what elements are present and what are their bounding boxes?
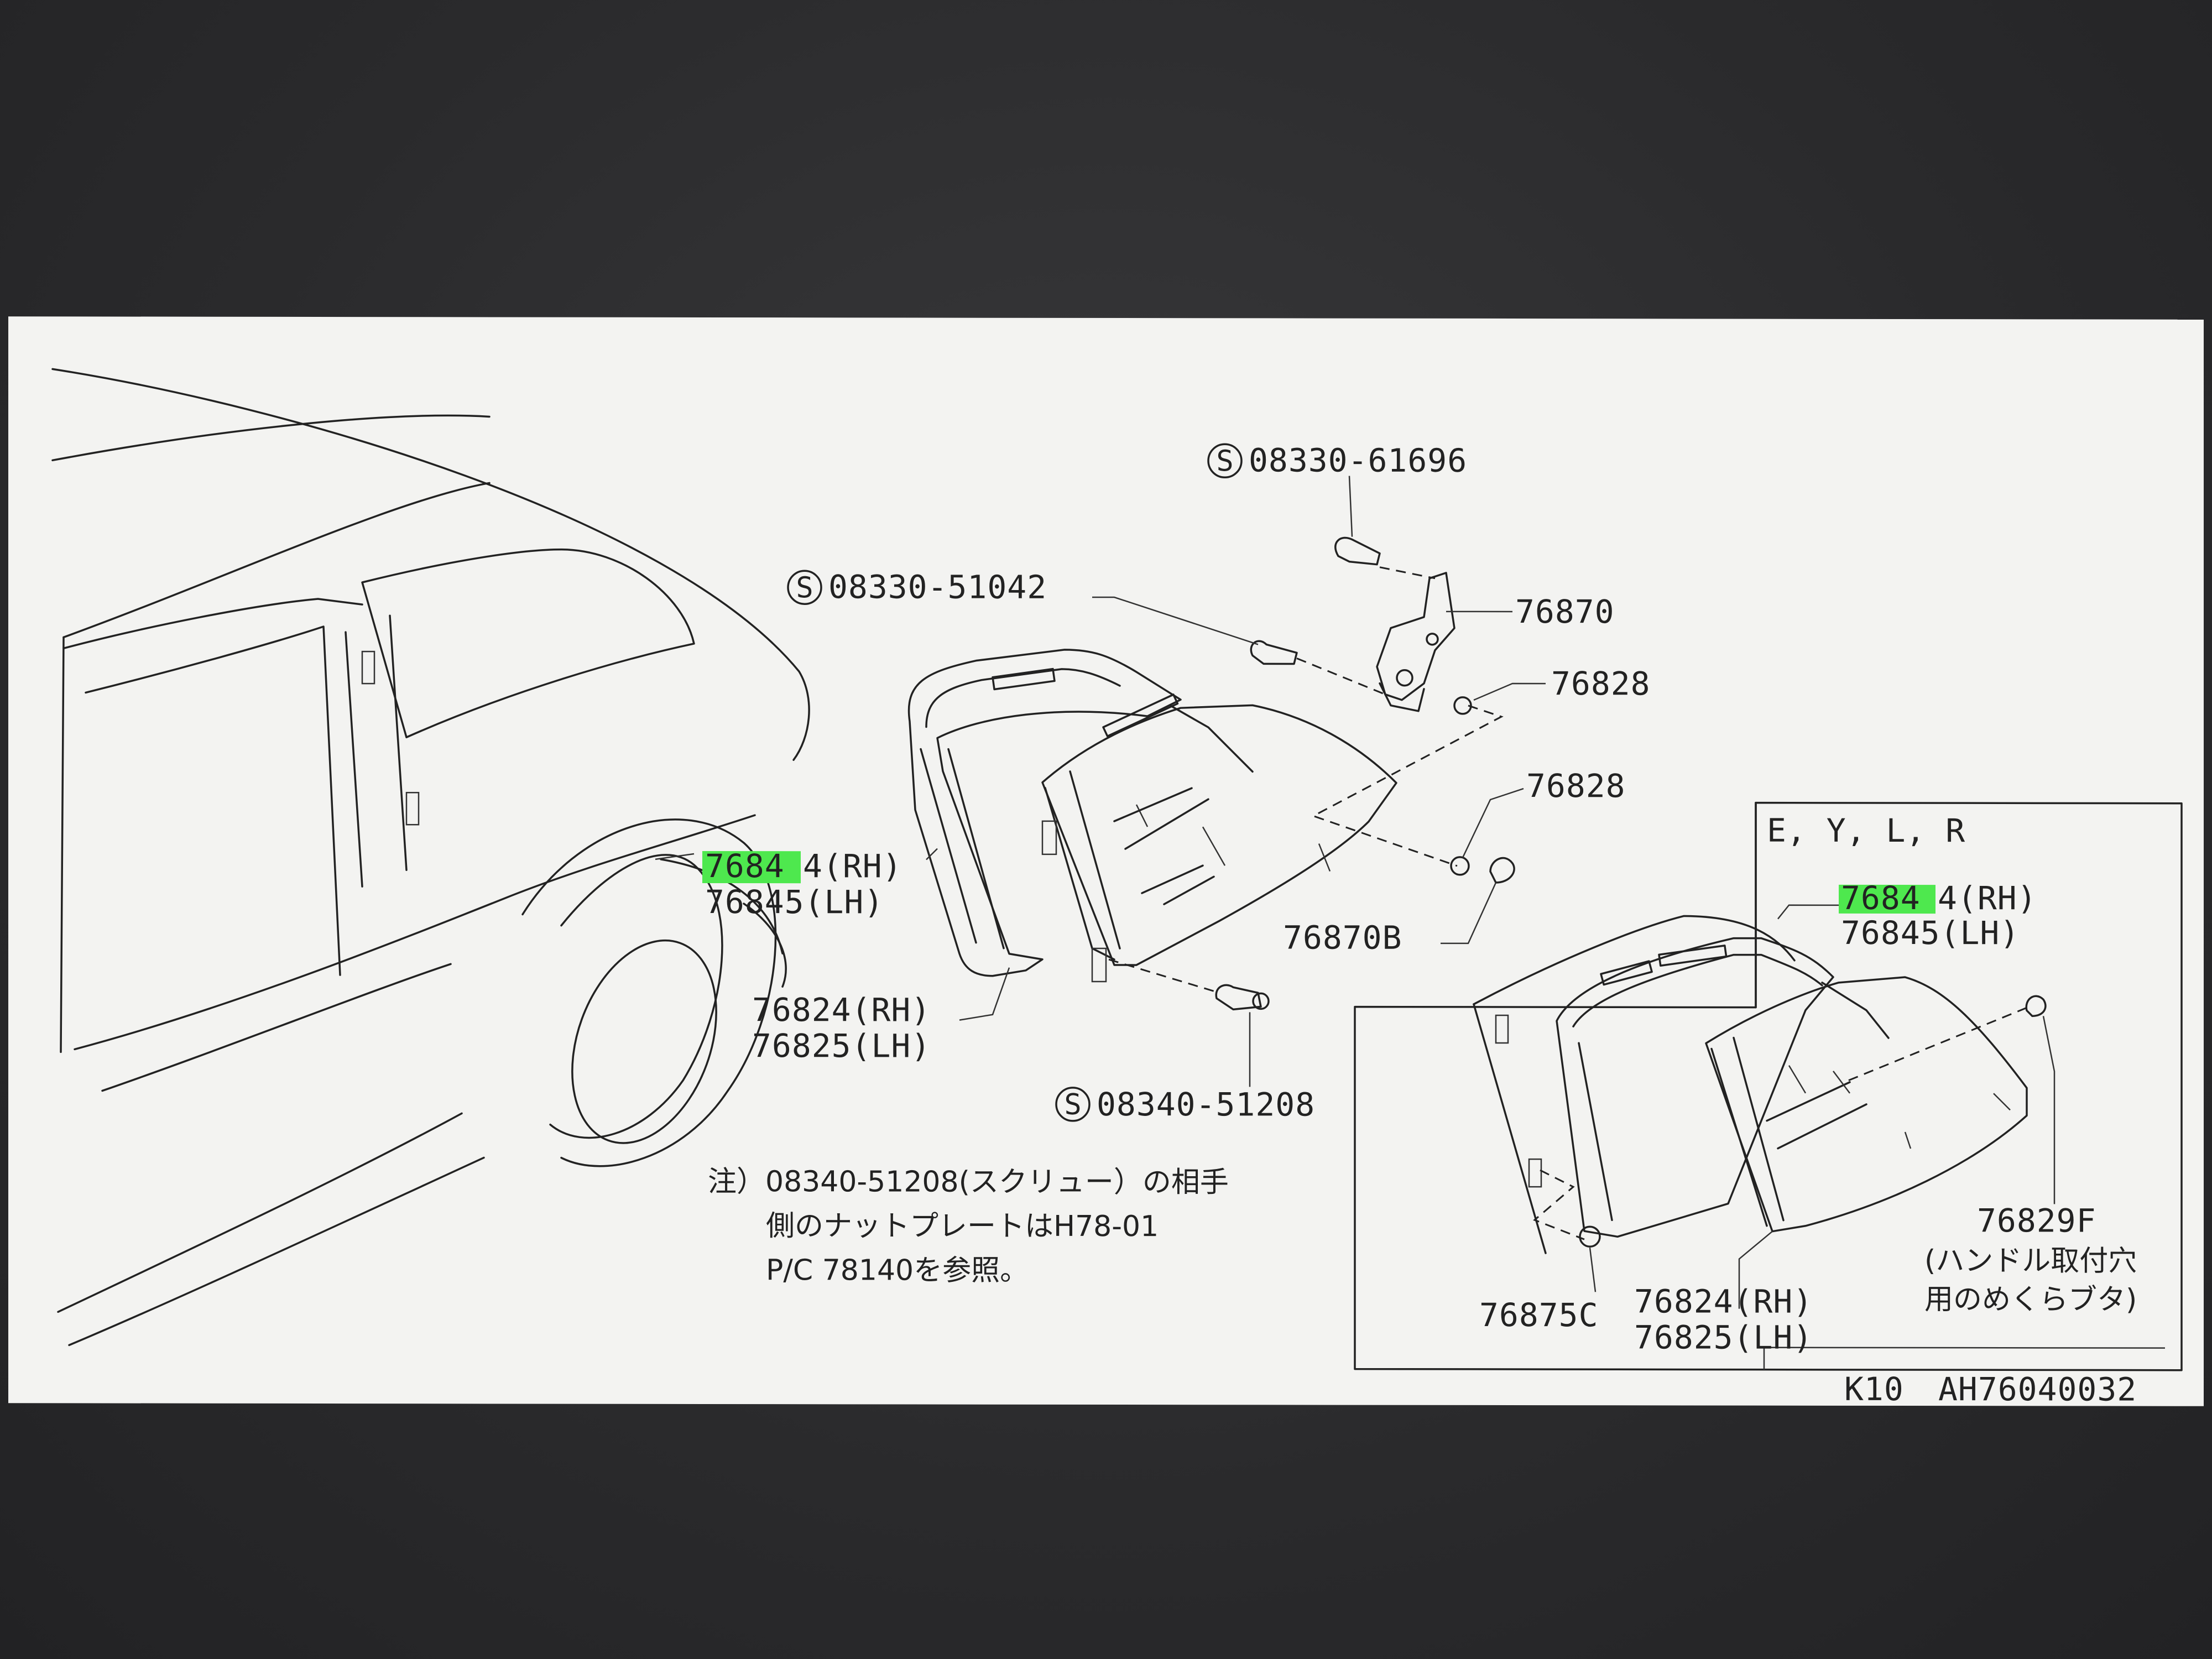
parts-diagram-sheet: S S S 08330-61696 08330-51042 76870 7682… [8,316,2204,1406]
inset-label-plug: 76829F [1977,1202,2096,1239]
part-label-glass-rh-suffix: 4(RH) [803,847,902,885]
standard-part-symbol: S [1055,1087,1091,1122]
diagram-canvas: S S S 08330-61696 08330-51042 76870 7682… [51,368,2183,1406]
part-label-bushing-upper: 76828 [1551,665,1651,702]
inset-label-glass-lh: 76845(LH) [1841,914,2020,952]
search-highlight-inset [1839,884,1936,914]
part-label-weatherstrip-lh: 76825(LH) [752,1027,931,1065]
inset-window-drawing [1473,904,2056,1309]
inset-plug-note-1: (ハンドル取付穴 [1924,1244,2137,1278]
svg-text:S: S [1216,445,1233,478]
note-line-3: P/C 78140を参照。 [766,1254,1029,1287]
search-highlight [702,851,801,884]
part-label-screw-bottom: 08340-51208 [1097,1086,1315,1124]
part-label-weatherstrip-rh: 76824(RH) [752,991,931,1029]
footer-model: K10 [1844,1370,1904,1406]
variant-inset-panel [1354,801,2183,1371]
part-label-cap: 76870B [1283,919,1402,956]
main-exploded-view [655,476,1546,1087]
part-label-hinge: 76870 [1515,593,1615,630]
inset-label-clip: 76875C [1479,1296,1599,1334]
note-line-2: 側のナットプレートはH78-01 [766,1209,1159,1243]
standard-part-symbol: S [787,570,822,605]
inset-label-glass-rh-suffix: 4(RH) [1938,879,2037,917]
svg-text:S: S [796,571,813,604]
svg-text:S: S [1064,1088,1081,1121]
inset-title: E, Y, L, R [1767,812,1965,850]
part-label-glass-rh-highlight: 7684 [705,847,785,885]
part-label-bushing-lower: 76828 [1526,767,1626,805]
inset-label-weatherstrip-lh: 76825(LH) [1634,1318,1813,1356]
inset-label-weatherstrip-rh: 76824(RH) [1634,1282,1813,1320]
standard-part-symbol: S [1207,443,1243,479]
inset-label-glass-rh-highlight: 7684 [1841,879,1921,917]
part-label-screw-top: 08330-61696 [1249,441,1467,479]
note-line-1: 注）08340-51208(スクリュー）の相手 [708,1165,1229,1199]
part-label-glass-lh: 76845(LH) [705,883,884,921]
car-body-drawing [51,368,810,1347]
footer-diagram-code: AH76040032 [1938,1370,2137,1406]
inset-plug-note-2: 用のめくらブタ) [1924,1283,2137,1317]
part-label-screw-left: 08330-51042 [828,568,1047,606]
